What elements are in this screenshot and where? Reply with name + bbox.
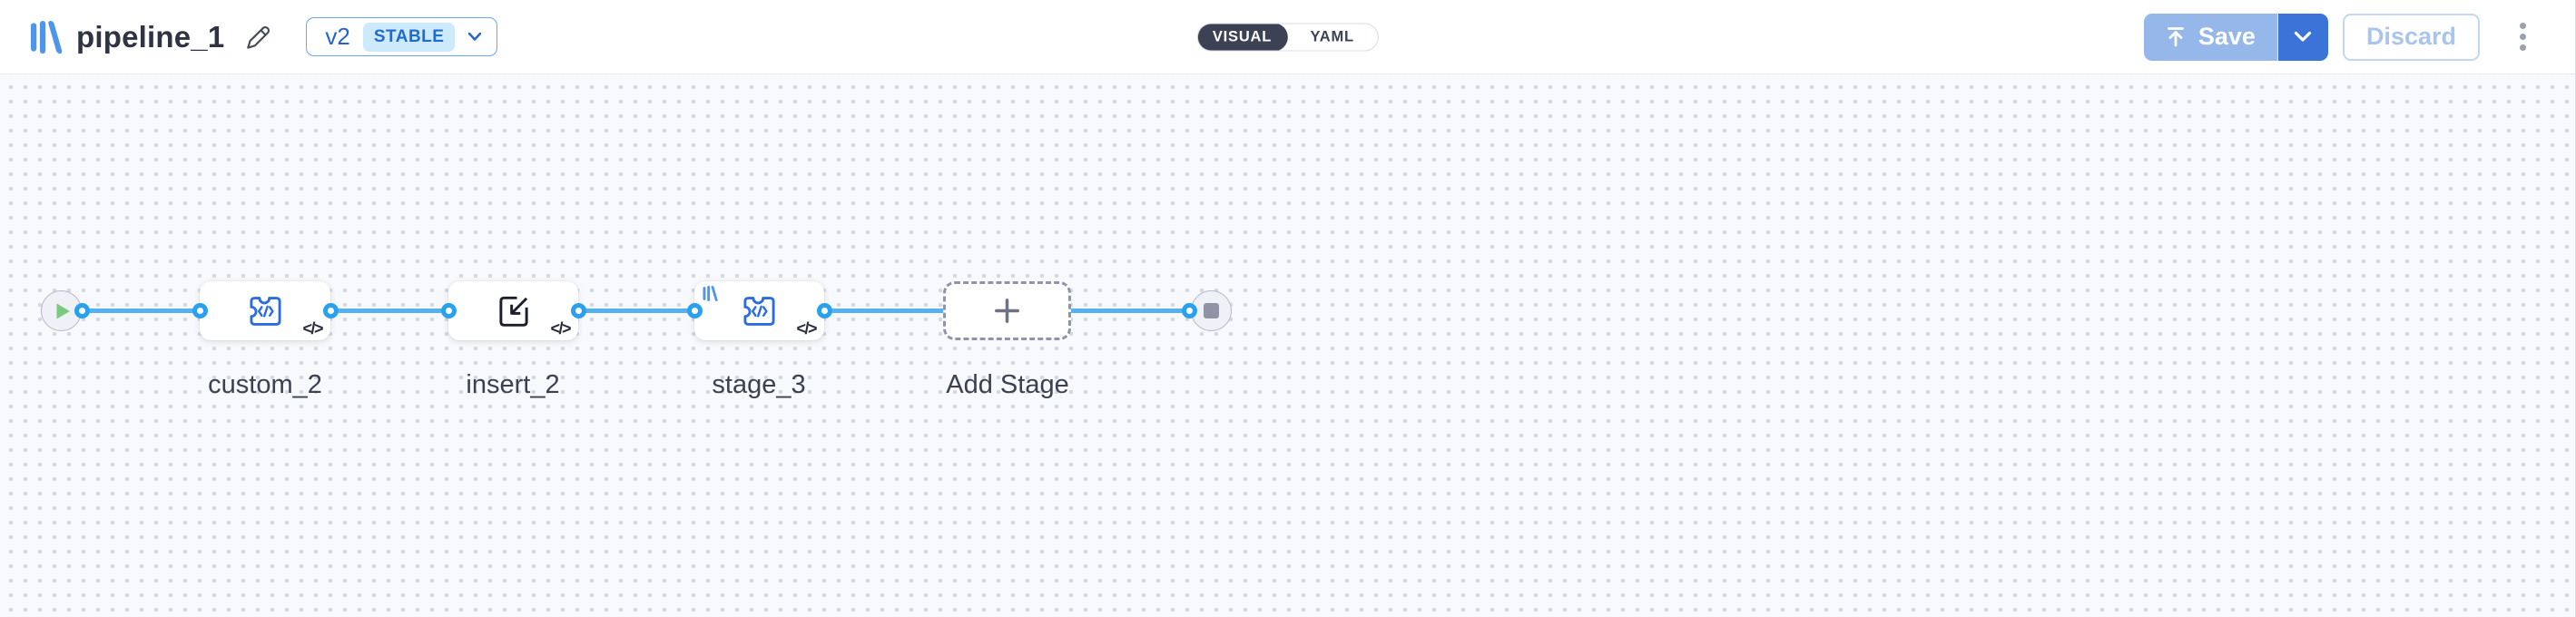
version-selector[interactable]: v2 STABLE: [306, 17, 498, 56]
connection-port[interactable]: [440, 303, 457, 318]
edge-connector: [824, 308, 946, 313]
edge-connector: [82, 308, 200, 313]
discard-button[interactable]: Discard: [2342, 13, 2480, 61]
save-button[interactable]: Save: [2143, 13, 2278, 61]
stage-label: insert_2: [466, 370, 560, 399]
stage-label: stage_3: [712, 370, 806, 399]
tab-visual[interactable]: VISUAL: [1197, 24, 1289, 50]
upload-icon: [2167, 26, 2184, 46]
custom-code-puzzle-icon: [249, 296, 281, 326]
chevron-down-icon: [2295, 31, 2312, 42]
stage-node-stage-3[interactable]: </>: [694, 281, 824, 340]
header-left-group: pipeline_1 v2 STABLE: [30, 17, 498, 56]
connection-port[interactable]: [570, 303, 586, 318]
chevron-down-icon: [468, 32, 482, 41]
library-logo-icon: [30, 20, 63, 54]
header-bar: pipeline_1 v2 STABLE VISUAL YAML: [0, 0, 2575, 74]
header-right-group: Save Discard: [2143, 13, 2532, 61]
kebab-dot: [2520, 34, 2526, 40]
connection-port[interactable]: [322, 303, 339, 318]
code-badge: </>: [550, 319, 571, 338]
version-label: v2: [325, 23, 350, 50]
pipeline-end-node[interactable]: [1191, 290, 1232, 331]
connection-port[interactable]: [192, 303, 208, 318]
stage-label: custom_2: [208, 370, 322, 399]
kebab-dot: [2520, 44, 2526, 51]
save-options-button[interactable]: [2277, 13, 2328, 61]
play-icon: [56, 303, 70, 318]
version-status-badge: STABLE: [362, 22, 456, 52]
view-mode-toggle: VISUAL YAML: [1196, 23, 1379, 51]
custom-code-puzzle-icon: [743, 296, 775, 326]
stop-icon: [1204, 303, 1219, 318]
kebab-dot: [2520, 23, 2526, 29]
add-stage-button[interactable]: [943, 281, 1071, 340]
save-split-button: Save: [2143, 13, 2328, 61]
edge-connector: [1067, 308, 1189, 313]
page-title: pipeline_1: [76, 19, 225, 54]
code-badge: </>: [302, 319, 323, 338]
connection-port[interactable]: [686, 303, 703, 318]
plus-icon: [995, 299, 1019, 323]
stage-node-insert-2[interactable]: </>: [448, 281, 578, 340]
edit-pencil-icon: [247, 25, 270, 49]
connection-port[interactable]: [74, 303, 90, 318]
edge-connector: [578, 308, 694, 313]
add-stage-label: Add Stage: [946, 370, 1069, 399]
edge-connector: [330, 308, 448, 313]
connection-port[interactable]: [816, 303, 832, 318]
pipeline-canvas[interactable]: </> custom_2 </> insert_2: [0, 74, 2575, 617]
connection-port[interactable]: [1181, 303, 1197, 318]
stage-node-custom-2[interactable]: </>: [200, 281, 330, 340]
library-logo-icon: [703, 286, 718, 301]
code-badge: </>: [796, 319, 817, 338]
tab-yaml[interactable]: YAML: [1310, 28, 1354, 44]
kebab-menu-button[interactable]: [2514, 17, 2532, 56]
save-button-label: Save: [2197, 23, 2256, 50]
edit-title-button[interactable]: [244, 24, 271, 51]
import-icon: [498, 296, 528, 327]
